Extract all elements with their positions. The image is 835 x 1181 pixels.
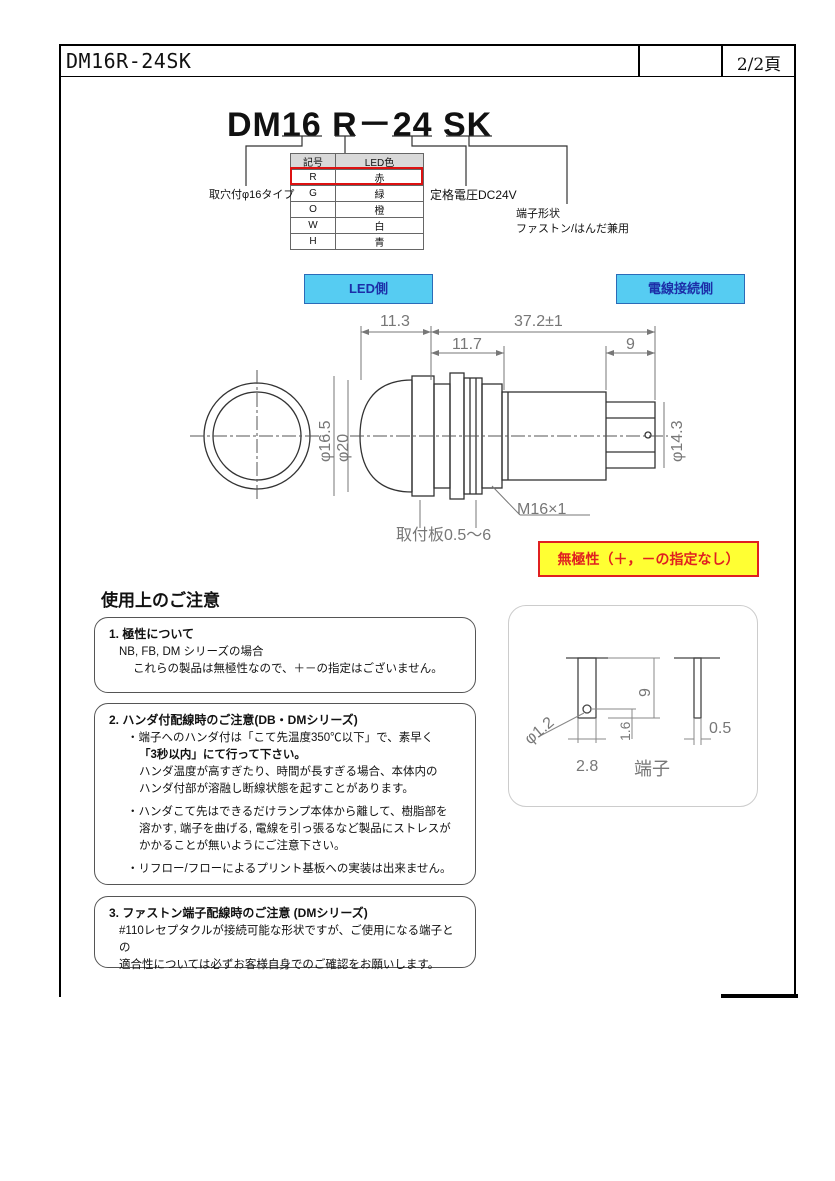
note-line: 「3秒以内」にて行って下さい。 — [139, 749, 306, 761]
dim-9: 9 — [626, 336, 635, 353]
dimension-drawing: 11.3 37.2±1 11.7 9 φ16.5 φ20 φ14.3 M16×1… — [190, 313, 686, 544]
model-code: DM16 R－24 SK — [227, 106, 493, 144]
page-bottom-bar — [721, 994, 798, 998]
mount-type-label: 取穴付φ16タイプ — [209, 189, 295, 201]
document-title: DM16R-24SK — [66, 49, 192, 73]
note-heading: 2. ハンダ付配線時のご注意(DB・DMシリーズ) — [109, 713, 358, 727]
terminal-detail-drawing: 9 1.6 φ1.2 2.8 0.5 端子 — [522, 657, 731, 779]
voltage-label: 定格電圧DC24V — [430, 188, 517, 202]
note-line: ・端子へのハンダ付は「こて先温度350℃以下」で、素早く — [127, 732, 434, 744]
header-row — [59, 44, 796, 77]
page-number: 2/2頁 — [736, 55, 782, 75]
terminal-shape-sub: ファストン/はんだ兼用 — [516, 223, 630, 235]
header-divider — [638, 44, 640, 77]
panel-thickness-label: 取付板0.5～6 — [396, 526, 491, 544]
table-cell: W — [290, 217, 336, 234]
led-side-tag: LED側 — [304, 274, 433, 304]
notes-section-title: 使用上のご注意 — [101, 591, 220, 610]
note-line: かかることが無いようにご注意下さい。 — [139, 840, 346, 852]
note-faston: 3. ファストン端子配線時のご注意 (DMシリーズ) #110レセプタクルが接続… — [94, 896, 476, 971]
header-divider — [721, 44, 723, 77]
thread-label: M16×1 — [517, 501, 566, 518]
polarity-note: 無極性（＋，－の指定なし） — [538, 541, 759, 577]
table-cell: 緑 — [335, 185, 424, 202]
note-polarity: 1. 極性について NB, FB, DM シリーズの場合 これらの製品は無極性な… — [94, 617, 476, 693]
table-cell: O — [290, 201, 336, 218]
terminal-caption: 端子 — [634, 759, 670, 779]
note-line: NB, FB, DM シリーズの場合 — [119, 646, 264, 658]
table-cell: H — [290, 233, 336, 250]
terminal-detail-box — [508, 605, 758, 807]
table-cell: 青 — [335, 233, 424, 250]
note-soldering: 2. ハンダ付配線時のご注意(DB・DMシリーズ) ・端子へのハンダ付は「こて先… — [94, 703, 476, 885]
note-line: ハンダ温度が高すぎたり、時間が長すぎる場合、本体内の — [139, 766, 438, 778]
terminal-width: 2.8 — [576, 758, 598, 775]
model-code-leaders — [245, 135, 568, 204]
note-line: 適合性については必ずお客様自身でのご確認をお願いします。 — [119, 959, 440, 971]
note-line: ハンダ付部が溶融し断線状態を起すことがあります。 — [139, 783, 414, 795]
dim-11-3: 11.3 — [380, 313, 410, 330]
note-line: #110レセプタクルが接続可能な形状ですが、ご使用になる端子との — [119, 925, 454, 954]
terminal-hole: φ1.2 — [522, 714, 558, 748]
dim-37-2: 37.2±1 — [514, 313, 563, 330]
dim-phi-14-3: φ14.3 — [669, 420, 686, 462]
note-line: ・ハンダこて先はできるだけランプ本体から離して、樹脂部を — [127, 806, 448, 818]
page-frame — [59, 44, 796, 997]
table-cell: G — [290, 185, 336, 202]
note-line: 溶かす, 端子を曲げる, 電線を引っ張るなど製品にストレスが — [139, 823, 451, 835]
terminal-offset: 1.6 — [617, 721, 633, 741]
dim-phi-20: φ20 — [335, 434, 352, 462]
dim-phi-16-5: φ16.5 — [317, 420, 334, 462]
terminal-shape-label: 端子形状 — [516, 208, 560, 220]
table-cell: 橙 — [335, 201, 424, 218]
selected-row-highlight — [290, 167, 423, 185]
note-line: ・リフロー/フローによるプリント基板への実装は出来ません。 — [127, 863, 452, 875]
note-heading: 3. ファストン端子配線時のご注意 (DMシリーズ) — [109, 906, 368, 920]
terminal-height: 9 — [637, 688, 654, 697]
terminal-thickness: 0.5 — [709, 720, 731, 737]
wire-side-tag: 電線接続側 — [616, 274, 745, 304]
note-line: これらの製品は無極性なので、＋－の指定はございません。 — [133, 663, 443, 675]
table-cell: 白 — [335, 217, 424, 234]
note-heading: 1. 極性について — [109, 627, 194, 641]
dim-11-7: 11.7 — [452, 336, 482, 353]
